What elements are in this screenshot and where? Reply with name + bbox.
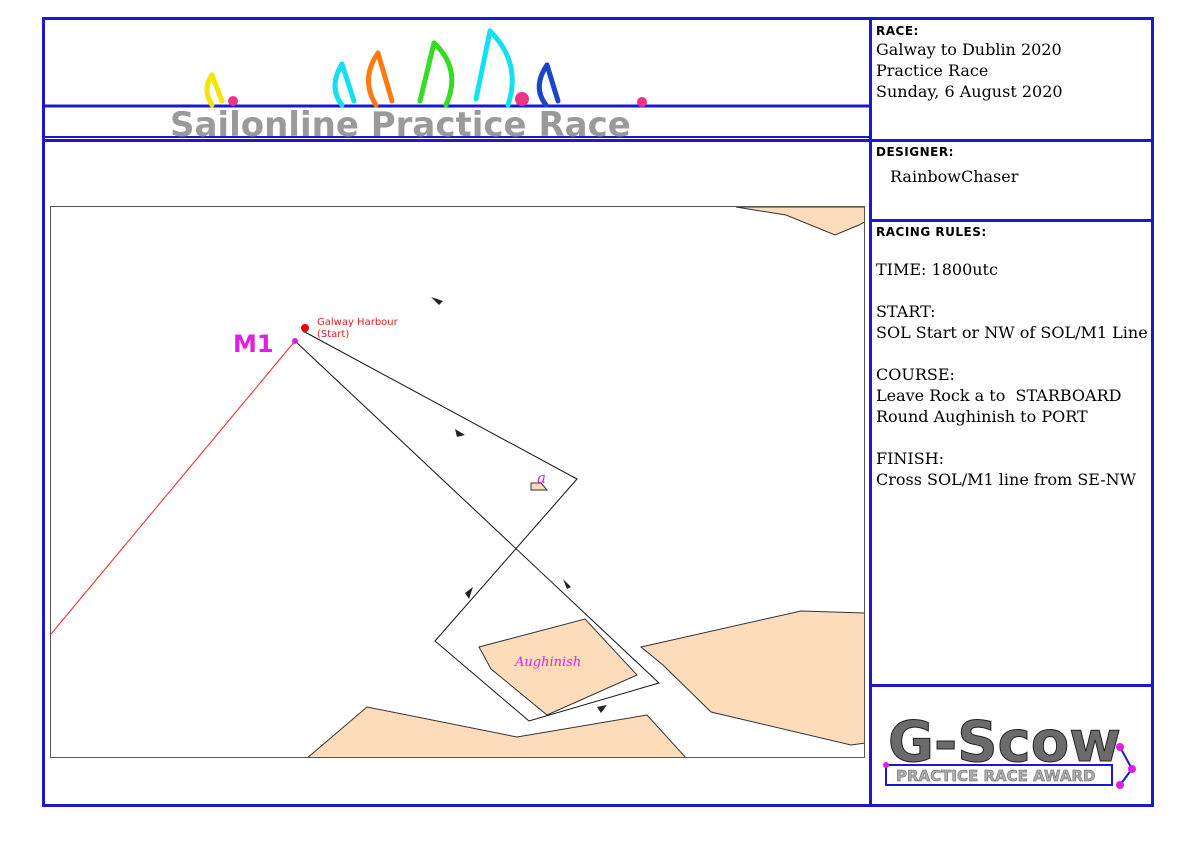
- rules-label: RACING RULES:: [876, 225, 987, 239]
- rock-a: [530, 482, 549, 491]
- start-dot: [301, 324, 309, 332]
- race-label: RACE:: [876, 24, 919, 38]
- poster-frame: [42, 17, 1154, 807]
- rules-course-heading: COURSE:: [876, 365, 955, 384]
- rules-finish-text: Cross SOL/M1 line from SE-NW: [876, 470, 1137, 489]
- designer-divider: [869, 219, 1154, 222]
- course-track: [294, 330, 660, 722]
- designer-name: RainbowChaser: [890, 167, 1019, 186]
- award-buoy: [1116, 781, 1124, 789]
- start-label-line1: Galway Harbour: [317, 317, 399, 328]
- land-bottom: [307, 706, 686, 757]
- course-map-svg: Galway Harbour (Start) M1 a Aughinish: [51, 207, 864, 757]
- sail-cyan-2: [487, 28, 515, 108]
- header-divider: [42, 139, 1154, 142]
- aughinish-label: Aughinish: [514, 655, 581, 670]
- race-type: Practice Race: [876, 61, 989, 80]
- rules-finish-heading: FINISH:: [876, 449, 945, 468]
- race-date: Sunday, 6 August 2020: [876, 82, 1063, 101]
- left-column-divider: [869, 17, 872, 807]
- award-buoy: [1116, 743, 1124, 751]
- sail-blue: [536, 62, 550, 108]
- course-arrow: [455, 429, 465, 437]
- designer-label: DESIGNER:: [876, 145, 954, 159]
- mark-m1-label: M1: [233, 330, 274, 358]
- mark-m1-dot: [292, 338, 298, 344]
- course-arrow: [563, 579, 571, 589]
- start-label-line2: (Start): [317, 329, 349, 340]
- sail-green: [431, 40, 455, 108]
- buoy-1: [228, 96, 238, 106]
- course-map: Galway Harbour (Start) M1 a Aughinish: [50, 206, 865, 758]
- buoy-2: [515, 92, 529, 106]
- aughinish-island: [478, 618, 638, 716]
- award-buoy: [883, 762, 889, 768]
- sail-orange: [366, 50, 381, 108]
- course-arrow: [431, 297, 443, 305]
- award-subtitle: PRACTICE RACE AWARD: [896, 767, 1096, 785]
- rules-course-line1: Leave Rock a to STARBOARD: [876, 386, 1122, 405]
- banner-title: Sailonline Practice Race: [170, 105, 631, 142]
- sail-cyan: [332, 61, 345, 108]
- rules-start-text: SOL Start or NW of SOL/M1 Line: [876, 323, 1148, 342]
- award-buoy: [1128, 765, 1136, 773]
- land-top-right: [735, 207, 864, 236]
- rules-time: TIME: 1800utc: [876, 260, 998, 279]
- sailonline-banner: Sailonline Practice Race: [42, 28, 869, 142]
- race-name: Galway to Dublin 2020: [876, 40, 1062, 59]
- award-divider: [869, 684, 1154, 687]
- buoy-3: [637, 97, 647, 107]
- course-arrow: [465, 587, 473, 599]
- rules-start-heading: START:: [876, 302, 936, 321]
- land-right: [639, 610, 864, 746]
- rules-course-line2: Round Aughinish to PORT: [876, 407, 1088, 426]
- rock-a-label: a: [537, 469, 546, 487]
- start-line: [51, 340, 296, 635]
- course-arrow: [597, 705, 607, 713]
- gscow-award-logo: G-Scow PRACTICE RACE AWARD: [883, 710, 1136, 789]
